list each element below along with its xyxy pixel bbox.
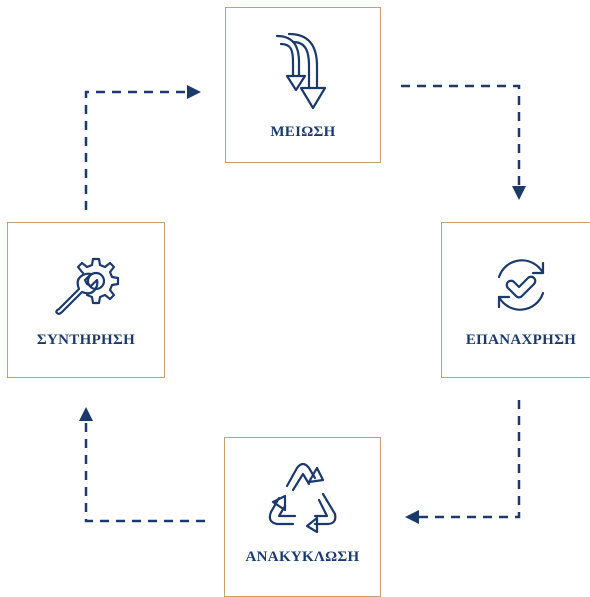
node-reuse-label: ΕΠΑΝΑΧΡΗΣΗ — [465, 332, 577, 348]
downward-arrows-icon — [275, 32, 327, 110]
arrowhead-to-reduction — [187, 85, 201, 99]
arrowhead-to-maintenance — [79, 407, 93, 421]
node-reduction: ΜΕΙΩΣΗ — [225, 7, 381, 163]
connector-reuse-to-recycling — [418, 400, 521, 519]
node-maintenance: ΣΥΝΤΗΡΗΣΗ — [7, 222, 165, 378]
arrowhead-to-recycling — [405, 510, 419, 524]
node-reduction-label: ΜΕΙΩΣΗ — [270, 124, 336, 140]
recycle-icon — [268, 462, 336, 534]
refresh-check-icon — [497, 259, 545, 311]
node-reuse: ΕΠΑΝΑΧΡΗΣΗ — [441, 222, 590, 378]
gear-wrench-icon — [55, 257, 120, 315]
connector-recycling-to-maintenance — [84, 420, 205, 523]
node-recycling-label: ΑΝΑΚΥΚΛΩΣΗ — [245, 549, 360, 565]
node-maintenance-label: ΣΥΝΤΗΡΗΣΗ — [36, 332, 136, 348]
connector-reduction-to-reuse — [401, 84, 521, 188]
node-recycling: ΑΝΑΚΥΚΛΩΣΗ — [224, 437, 381, 597]
arrowhead-to-reuse — [512, 186, 526, 200]
connector-maintenance-to-reduction — [84, 90, 190, 210]
